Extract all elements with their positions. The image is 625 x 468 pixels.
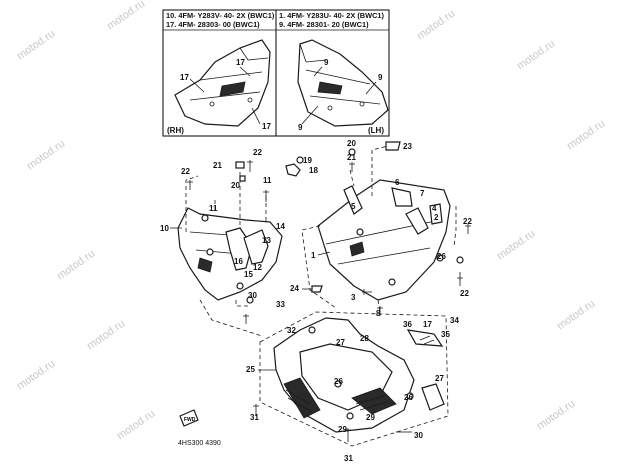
under-cowl-assembly <box>253 311 449 447</box>
callout-11: 11 <box>263 176 272 185</box>
watermark-text: motod.ru <box>115 408 157 443</box>
callout-10: 10 <box>160 224 169 233</box>
watermark-text: motod.ru <box>105 0 147 32</box>
callout-9: 9 <box>298 123 303 132</box>
callout-19: 19 <box>303 156 312 165</box>
callout-17: 17 <box>423 320 432 329</box>
callout-28: 28 <box>360 334 369 343</box>
callout-15: 15 <box>244 270 253 279</box>
callout-29: 29 <box>338 425 347 434</box>
callout-24: 24 <box>290 284 299 293</box>
watermark-text: motod.ru <box>55 248 97 283</box>
callout-8: 8 <box>376 309 381 318</box>
callout-17: 17 <box>236 58 245 67</box>
callout-22: 22 <box>181 167 190 176</box>
header-left-line2: 17. 4FM- 28303- 00 (BWC1) <box>166 20 260 29</box>
callout-21: 21 <box>213 161 222 170</box>
rh-label: (RH) <box>167 126 184 135</box>
callout-36: 36 <box>403 320 412 329</box>
callout-30: 30 <box>248 291 257 300</box>
callout-31: 31 <box>250 413 259 422</box>
callout-3: 3 <box>351 293 356 302</box>
callout-17: 17 <box>262 122 271 131</box>
callout-29: 29 <box>366 413 375 422</box>
header-right-line1: 1. 4FM- Y283U- 40- 2X (BWC1) <box>279 11 385 20</box>
watermark-text: motod.ru <box>415 8 457 43</box>
diagram-reference-code: 4HS300 4390 <box>178 440 221 447</box>
callout-22: 22 <box>253 148 262 157</box>
watermark-text: motod.ru <box>495 228 537 263</box>
callout-27: 27 <box>435 374 444 383</box>
callout-27: 27 <box>336 338 345 347</box>
callout-2: 2 <box>434 213 439 222</box>
callout-13: 13 <box>262 236 271 245</box>
callout-7: 7 <box>420 189 425 198</box>
watermark-text: motod.ru <box>535 398 577 433</box>
callout-21: 21 <box>347 153 356 162</box>
callout-22: 22 <box>460 289 469 298</box>
callout-18: 18 <box>309 166 318 175</box>
callout-33: 33 <box>276 300 285 309</box>
watermark-text: motod.ru <box>515 38 557 73</box>
callout-12: 12 <box>253 263 262 272</box>
lh-side-fairing-illustration <box>297 39 389 127</box>
callout-26: 26 <box>404 393 413 402</box>
callout-32: 32 <box>287 326 296 335</box>
callout-17: 17 <box>180 73 189 82</box>
callout-1: 1 <box>311 251 316 260</box>
hardware-bolts-right <box>311 141 471 316</box>
header-right-line2: 9. 4FM- 28301- 20 (BWC1) <box>279 20 369 29</box>
callout-34: 34 <box>450 316 459 325</box>
callout-5: 5 <box>351 202 356 211</box>
callout-35: 35 <box>441 330 450 339</box>
callout-4: 4 <box>432 204 437 213</box>
callout-25: 25 <box>246 365 255 374</box>
callout-31: 31 <box>344 454 353 463</box>
callout-20: 20 <box>347 139 356 148</box>
callout-16: 16 <box>234 257 243 266</box>
callout-23: 23 <box>403 142 412 151</box>
callout-14: 14 <box>276 222 285 231</box>
callout-22: 22 <box>463 217 472 226</box>
watermark-text: motod.ru <box>85 318 127 353</box>
fwd-label: FWD <box>184 417 196 423</box>
callout-9: 9 <box>324 58 329 67</box>
rh-side-fairing-illustration <box>174 39 271 127</box>
callout-20: 20 <box>231 181 240 190</box>
callout-26: 26 <box>334 377 343 386</box>
watermark-text: motod.ru <box>15 358 57 393</box>
watermark-text: motod.ru <box>15 28 57 63</box>
hardware-bolts-left <box>187 156 304 324</box>
inset-box: 10. 4FM- Y283V- 40- 2X (BWC1) 17. 4FM- 2… <box>162 9 390 137</box>
watermark-text: motod.ru <box>565 118 607 153</box>
callout-30: 30 <box>414 431 423 440</box>
watermark-text: motod.ru <box>555 298 597 333</box>
fwd-arrow-icon: FWD <box>179 409 199 427</box>
callout-26: 26 <box>437 252 446 261</box>
watermark-text: motod.ru <box>25 138 67 173</box>
callout-11: 11 <box>209 204 218 213</box>
header-left-line1: 10. 4FM- Y283V- 40- 2X (BWC1) <box>166 11 275 20</box>
right-fairing-assembly <box>301 145 461 313</box>
callout-9: 9 <box>378 73 383 82</box>
lh-label: (LH) <box>368 126 384 135</box>
callout-6: 6 <box>395 178 400 187</box>
left-fairing-assembly <box>177 172 283 337</box>
